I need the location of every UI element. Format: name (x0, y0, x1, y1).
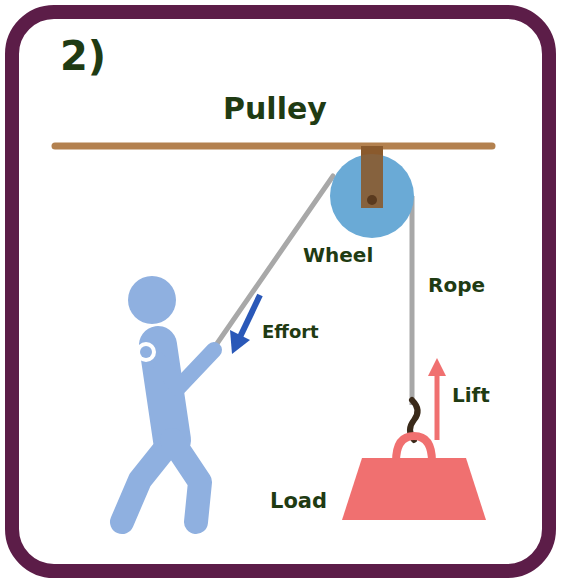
mount (361, 146, 383, 208)
part-label: Rope (428, 274, 485, 296)
rope-right (410, 196, 415, 405)
lift-arrow (435, 372, 440, 440)
load-weight (342, 458, 486, 520)
part-label: Wheel (303, 244, 373, 266)
effort-arrowhead (230, 330, 250, 354)
effort-arrow (240, 295, 260, 337)
part-label: Load (270, 490, 327, 513)
diagram-title: Pulley (223, 92, 327, 125)
person (122, 345, 214, 522)
axle-mount (361, 146, 383, 208)
person-shoulder (136, 342, 156, 362)
force-label: Effort (262, 322, 319, 342)
person-head (128, 276, 176, 324)
lift-arrowhead (428, 358, 446, 376)
frame (12, 12, 549, 571)
callout-number: 2) (60, 34, 106, 78)
force-label: Lift (452, 384, 490, 406)
person-shoulder-inner (140, 346, 152, 358)
axle (367, 195, 377, 205)
beam (55, 143, 492, 150)
